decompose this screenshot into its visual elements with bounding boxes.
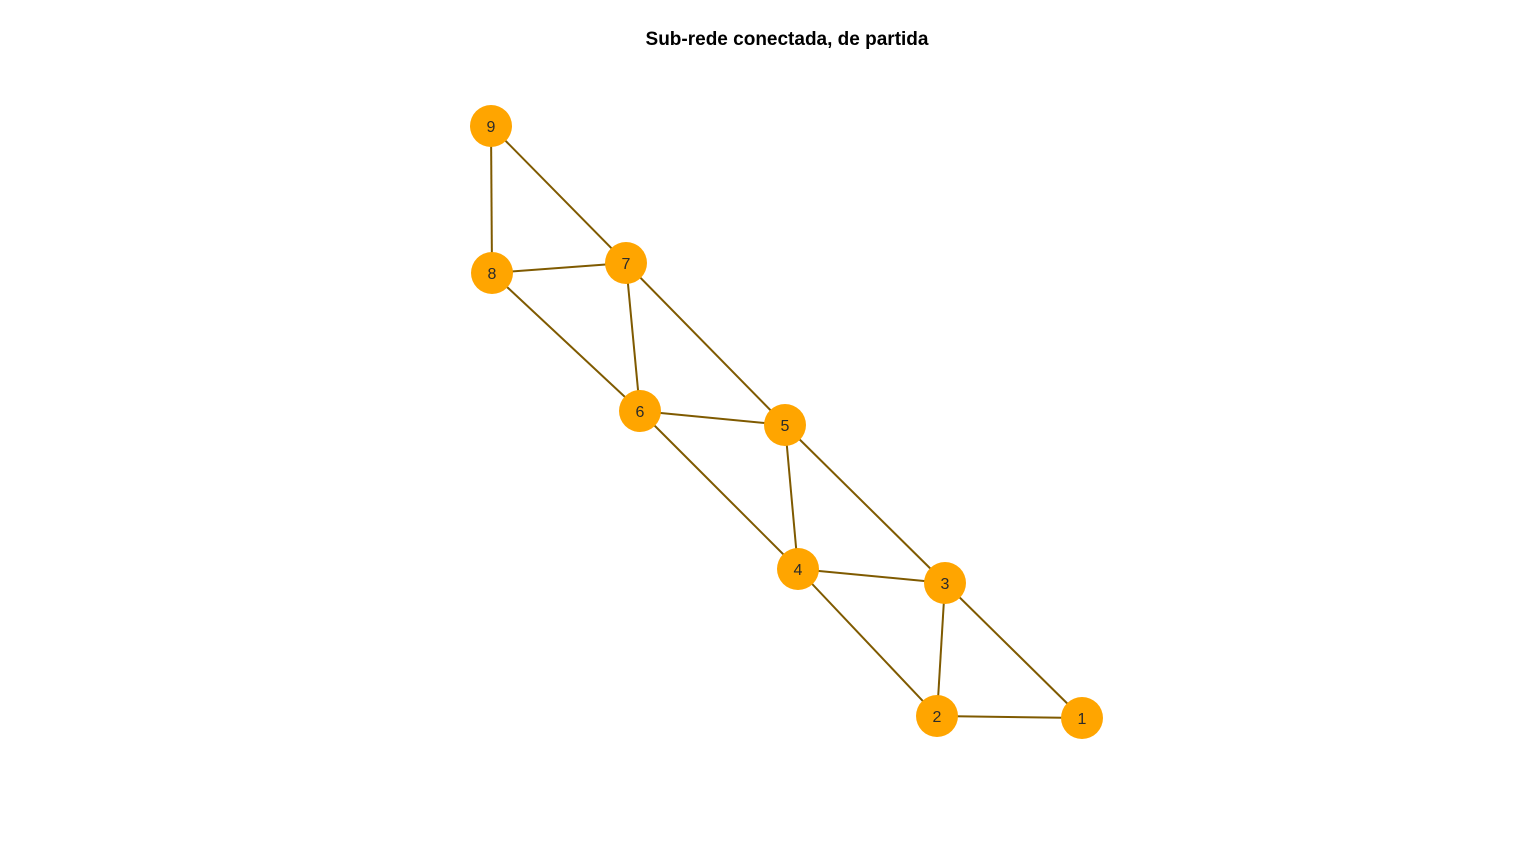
node-circle (916, 695, 958, 737)
node-7: 7 (605, 242, 647, 284)
edge-1-3 (944, 582, 1083, 719)
node-circle (924, 562, 966, 604)
node-circle (764, 404, 806, 446)
node-circle (470, 105, 512, 147)
node-label: 7 (622, 256, 631, 273)
node-2: 2 (916, 695, 958, 737)
edge-8-9 (490, 125, 493, 274)
node-label: 5 (781, 418, 790, 435)
node-5: 5 (764, 404, 806, 446)
node-9: 9 (470, 105, 512, 147)
edge-6-8 (491, 272, 641, 412)
edges-layer (490, 125, 1083, 719)
node-8: 8 (471, 252, 513, 294)
node-circle (471, 252, 513, 294)
node-4: 4 (777, 548, 819, 590)
edge-7-8 (491, 262, 627, 274)
node-circle (605, 242, 647, 284)
edge-3-4 (797, 568, 946, 584)
node-label: 9 (487, 119, 496, 136)
node-label: 1 (1078, 711, 1087, 728)
edge-2-4 (797, 568, 938, 717)
node-circle (619, 390, 661, 432)
edge-7-9 (490, 125, 627, 264)
edge-5-7 (625, 262, 786, 426)
node-1: 1 (1061, 697, 1103, 739)
edge-3-5 (784, 424, 946, 584)
edge-4-5 (784, 424, 799, 570)
node-label: 6 (636, 404, 645, 421)
node-label: 8 (488, 266, 497, 283)
edge-4-6 (639, 410, 799, 570)
nodes-layer: 1 2 3 4 5 6 7 8 9 (470, 105, 1103, 739)
diagram-title: Sub-rede conectada, de partida (645, 29, 929, 50)
node-label: 2 (933, 709, 942, 726)
edge-2-3 (936, 582, 946, 717)
node-label: 4 (794, 562, 803, 579)
edge-5-6 (639, 410, 786, 426)
node-6: 6 (619, 390, 661, 432)
edge-6-7 (625, 262, 641, 412)
node-label: 3 (941, 576, 950, 593)
node-circle (1061, 697, 1103, 739)
edge-1-2 (936, 715, 1083, 719)
node-3: 3 (924, 562, 966, 604)
node-circle (777, 548, 819, 590)
